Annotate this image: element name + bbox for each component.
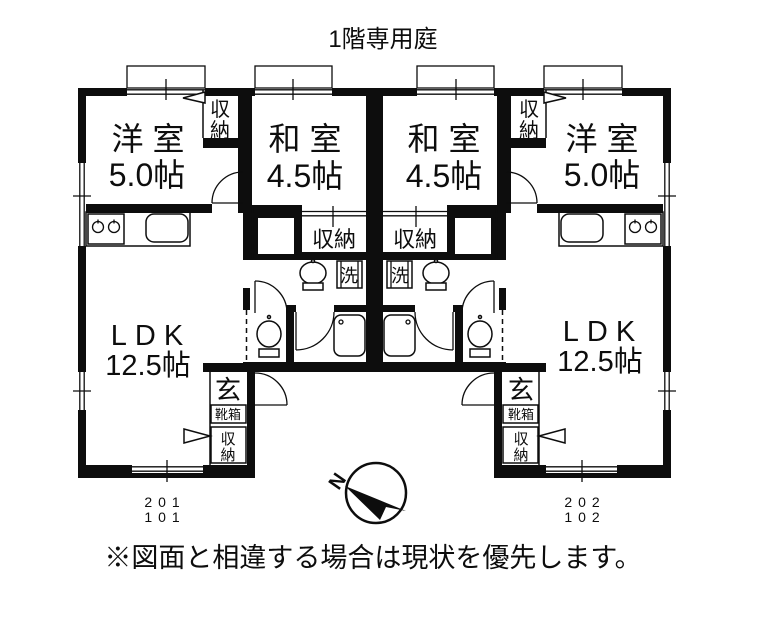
room-size-japanese-left: 4.5帖 xyxy=(267,158,344,194)
outer-wall-top-a xyxy=(78,88,127,96)
room-label-japanese-right: 和 室 xyxy=(408,121,481,157)
entry-closet-right-char1: 収 xyxy=(513,431,528,448)
service-box xyxy=(258,218,294,254)
room-size-ldk-right: 12.5帖 xyxy=(557,345,642,378)
washer-label-right: 洗 xyxy=(391,266,409,286)
entrance-label-left: 玄 xyxy=(215,375,241,405)
entry-closet-outline xyxy=(210,426,247,464)
bath-top-wall-a xyxy=(286,305,296,312)
outer-wall-left xyxy=(78,88,86,478)
door-toilet xyxy=(254,280,288,314)
washroom-left-wall xyxy=(243,288,250,310)
closet-mid-left: 収納 xyxy=(312,227,356,252)
closet-top-right-char1: 収 xyxy=(519,98,539,121)
outer-wall-top-b xyxy=(205,88,255,96)
footer-note: ※図面と相違する場合は現状を優先します。 xyxy=(104,543,641,573)
unit-number-102: 102 xyxy=(564,509,605,525)
room-size-ldk-left: 12.5帖 xyxy=(105,349,190,382)
window-bottom xyxy=(132,460,203,482)
room-label-japanese-left: 和 室 xyxy=(269,121,342,157)
room-label-ldk-left: LDK xyxy=(111,320,191,352)
kitchen-counter xyxy=(85,211,191,247)
outer-wall-top-c xyxy=(332,88,366,96)
sanitary-bottom-wall xyxy=(243,362,366,372)
stove-icon xyxy=(87,213,125,245)
shoe-box-label-right: 靴箱 xyxy=(508,407,534,422)
bath-top-wall-b xyxy=(334,305,366,312)
toilet-bath-divider xyxy=(286,308,294,362)
center-party-wall xyxy=(366,88,383,372)
shoe-box-outline xyxy=(210,404,247,424)
window-left-lower xyxy=(73,372,91,410)
closet-mid-right: 収納 xyxy=(393,227,437,252)
entrance-label-right: 玄 xyxy=(508,375,534,405)
entry-closet-left-char2: 納 xyxy=(220,447,235,464)
room-divider-wall xyxy=(238,88,252,213)
closet-top-left-char2: 納 xyxy=(210,119,230,142)
page-title: 1階専用庭 xyxy=(328,26,437,53)
closet-arrow-icon xyxy=(182,91,206,104)
door-entrance xyxy=(254,372,288,406)
entry-closet-arrow-icon xyxy=(183,428,213,444)
unit-number-202: 202 xyxy=(564,494,605,510)
garden-bay-western xyxy=(126,65,206,100)
garden-bay-japanese xyxy=(254,65,333,100)
entry-side-wall xyxy=(247,363,255,474)
bathtub-icon xyxy=(333,314,366,357)
western-room-bottom-wall xyxy=(78,204,212,213)
closet-top-wall xyxy=(203,138,252,148)
window-left-upper xyxy=(73,163,91,246)
unit-number-201: 201 xyxy=(144,494,185,510)
shoe-box-label-left: 靴箱 xyxy=(215,407,241,422)
entry-top-wall xyxy=(203,363,255,372)
room-size-japanese-right: 4.5帖 xyxy=(406,158,483,194)
room-size-western-right: 5.0帖 xyxy=(564,157,641,193)
compass-icon: N xyxy=(325,461,408,525)
room-label-western-left: 洋 室 xyxy=(112,121,185,157)
door-bathroom xyxy=(295,311,335,351)
entry-closet-right-char2: 納 xyxy=(513,447,528,464)
room-label-western-right: 洋 室 xyxy=(566,121,639,157)
closet-mid-bottom-wall xyxy=(302,252,366,260)
entry-closet-left-char1: 収 xyxy=(220,431,235,448)
kitchen-sink-icon xyxy=(145,213,189,243)
room-size-western-left: 5.0帖 xyxy=(109,157,186,193)
room-label-ldk-right: LDK xyxy=(563,316,643,348)
closet-sliding-door xyxy=(302,206,366,227)
washing-machine-icon xyxy=(336,260,363,289)
door-western-room xyxy=(211,171,244,204)
toilet-icon xyxy=(256,314,282,358)
closet-top-right-char2: 納 xyxy=(519,119,539,142)
unit-number-101: 101 xyxy=(144,509,185,525)
washer-label-left: 洗 xyxy=(340,266,358,286)
closet-top-left-char1: 収 xyxy=(210,98,230,121)
washbasin-icon xyxy=(299,258,327,291)
unit-left-geometry xyxy=(73,65,366,482)
